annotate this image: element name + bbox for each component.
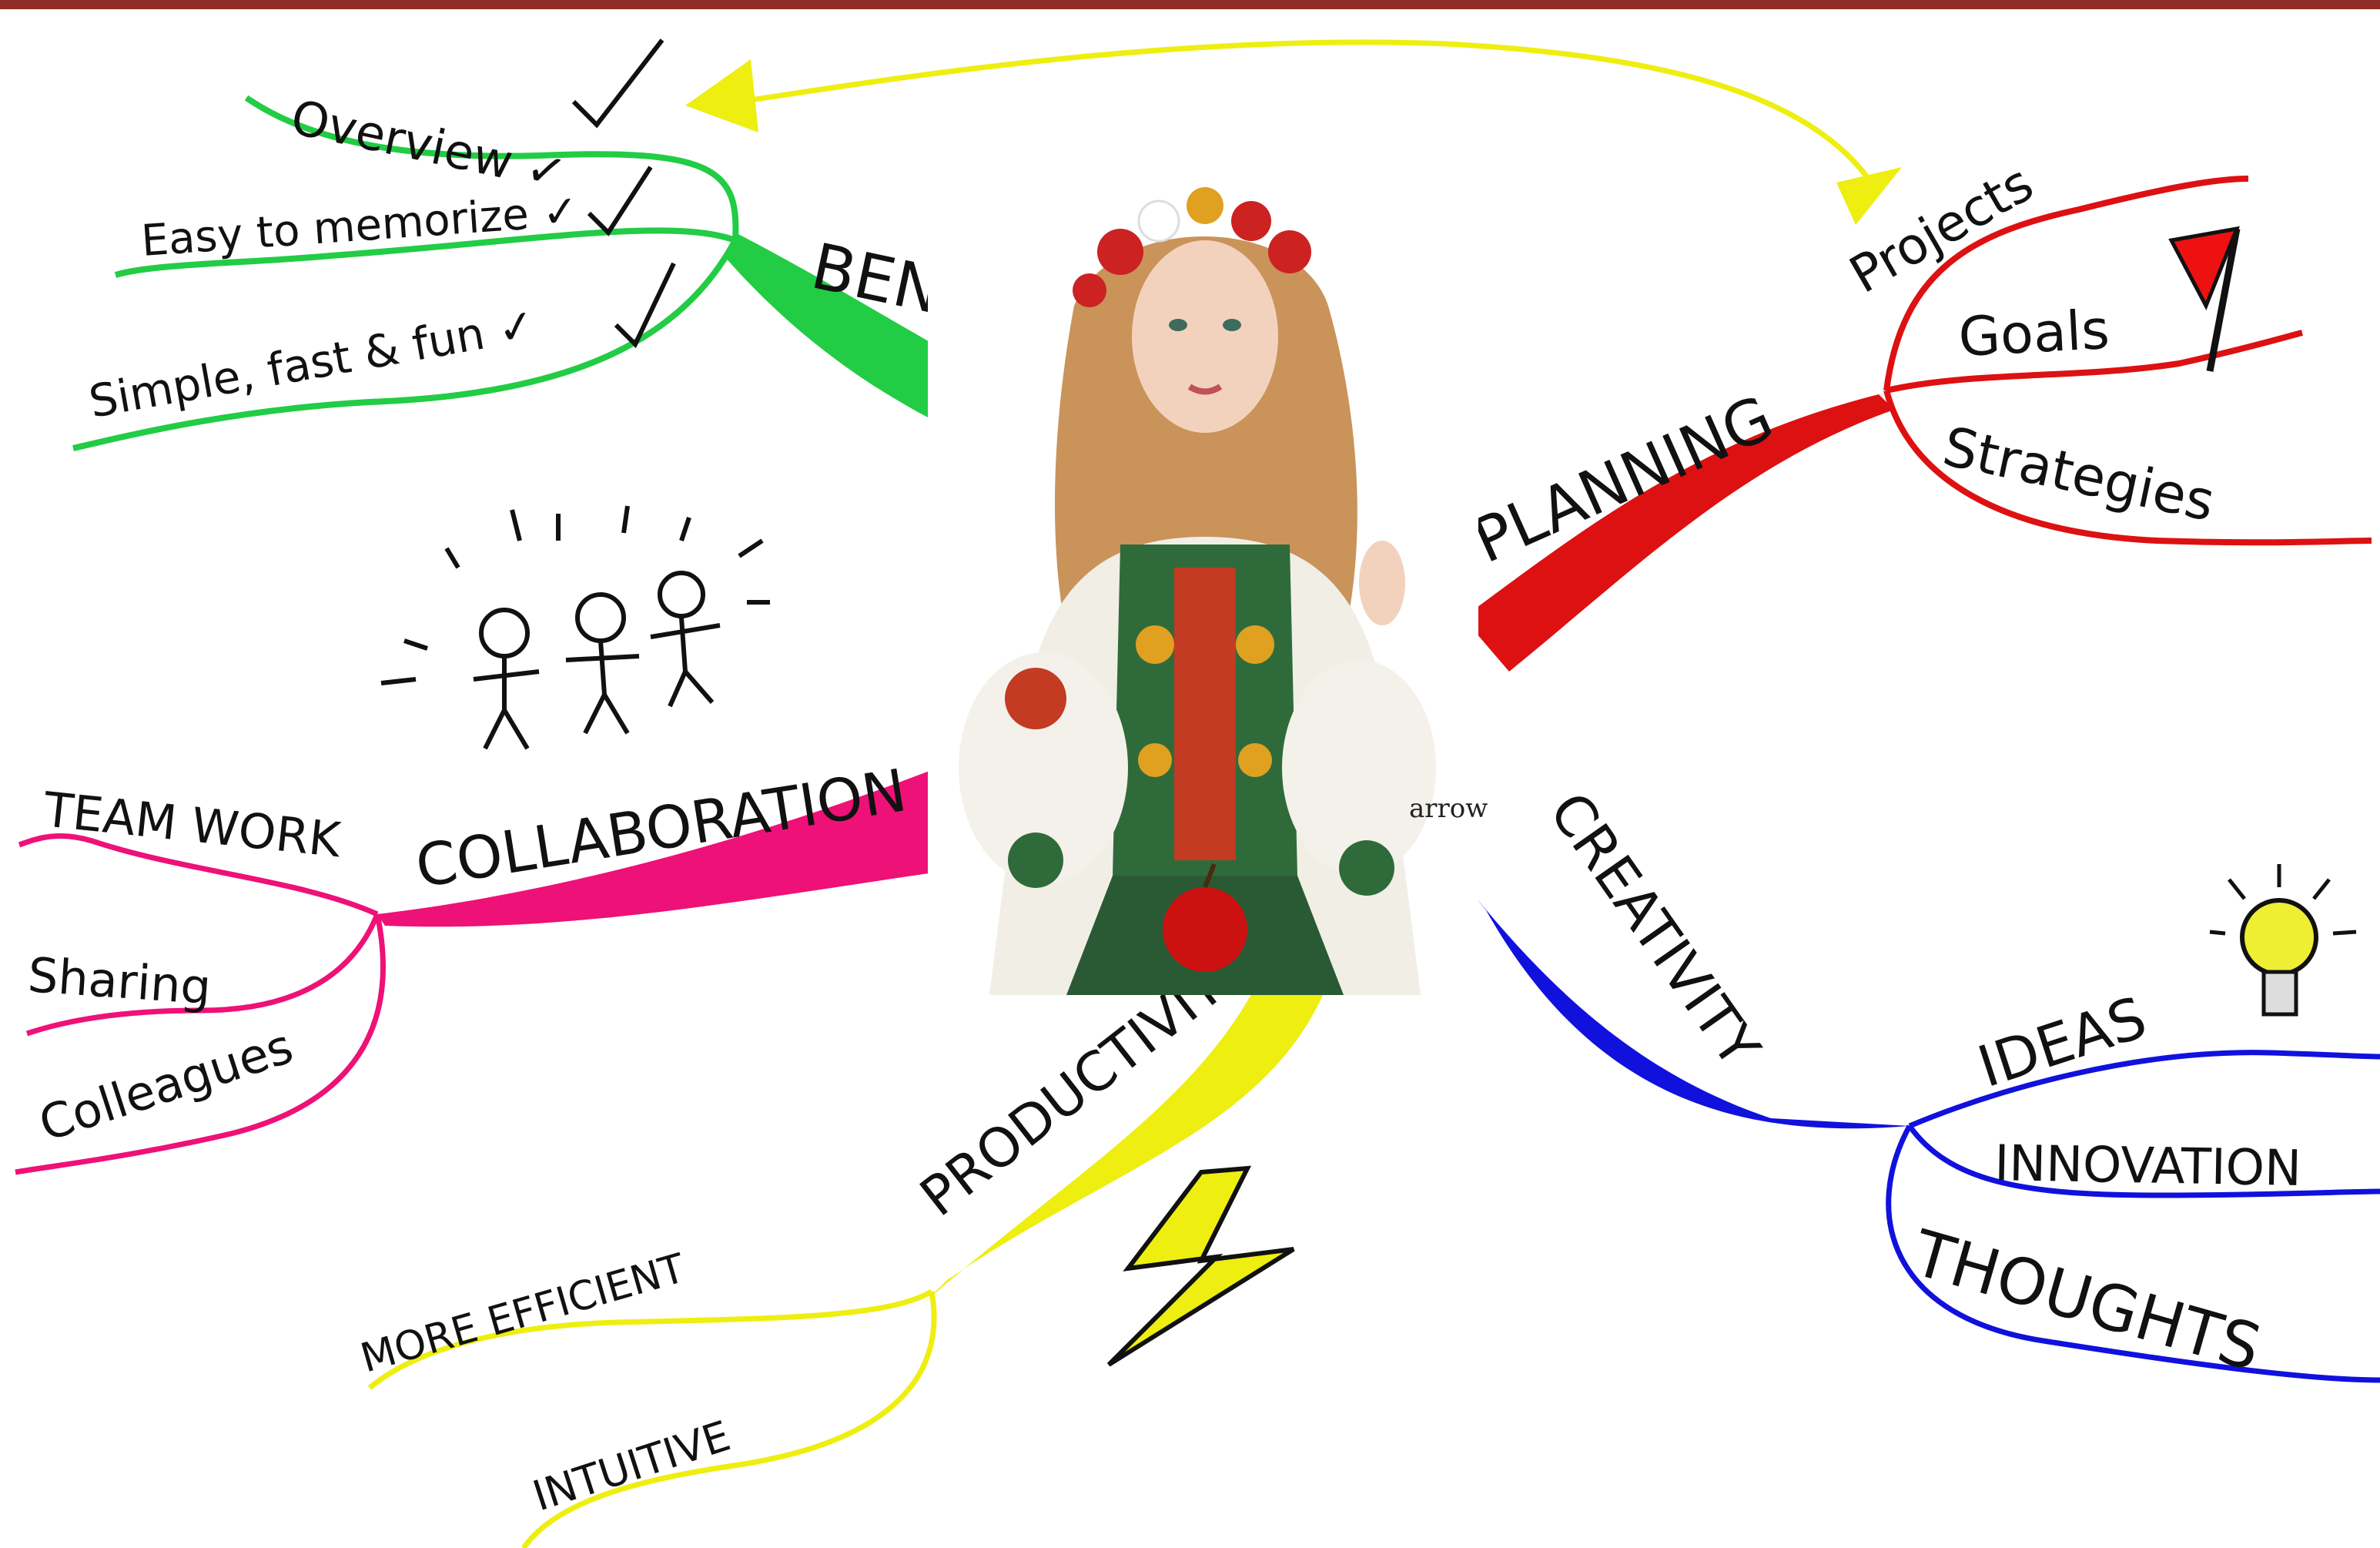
productivity-line-efficient: [367, 1288, 933, 1390]
people-icon: [380, 505, 770, 750]
item-sharing: Sharing: [26, 947, 213, 1015]
benefits-line-overview: [244, 95, 739, 241]
item-more-efficient: MORE EFFICIENT: [356, 1245, 690, 1382]
item-ideas: IDEAS: [1970, 984, 2154, 1101]
planning-line-projects: [1883, 176, 2249, 391]
arrowhead-right: [1836, 167, 1902, 225]
item-teamwork: TEAM WORK: [40, 781, 343, 868]
collaboration-line-colleagues: [15, 913, 386, 1175]
collaboration-branch: [377, 764, 993, 927]
branch-label-creativity: CREATIVITY: [1537, 781, 1772, 1079]
creativity-line-thoughts: [1886, 1124, 2380, 1383]
check-icon: [571, 39, 664, 129]
arrowhead-left: [685, 59, 758, 132]
lightbulb-icon: [2209, 864, 2357, 1017]
productivity-line-intuitive: [521, 1291, 937, 1548]
mind-map-canvas: BENEFITS PLANNING COLLABORATION CREATIVI…: [0, 9, 2380, 1548]
creativity-line-ideas: [1908, 1050, 2380, 1129]
item-innovation: INNOVATION: [1994, 1135, 2302, 1198]
lightning-icon: [1106, 1165, 1295, 1367]
planning-line-goals: [1886, 330, 2303, 394]
planning-line-strategies: [1883, 389, 2372, 546]
item-strategies: Strategies: [1937, 414, 2220, 534]
item-overview: Overview ✓: [286, 89, 572, 202]
item-thoughts: THOUGHTS: [1905, 1217, 2269, 1385]
connector-arrow: [738, 39, 1873, 185]
check-icon: [587, 166, 653, 236]
collaboration-line-sharing: [25, 913, 380, 1037]
item-goals: Goals: [1957, 298, 2111, 369]
collaboration-line-teamwork: [18, 833, 379, 917]
check-icon: [614, 262, 676, 349]
benefits-line-memorize: [114, 227, 737, 278]
flag-icon: [2168, 226, 2241, 372]
creativity-line-innovation: [1907, 1124, 2380, 1198]
central-illustration: [928, 106, 1478, 995]
benefits-line-fun: [72, 239, 738, 451]
item-intuitive: INTUITIVE: [527, 1412, 736, 1521]
item-colleagues: Colleagues: [32, 1017, 300, 1152]
planning-branch: [1463, 394, 1894, 672]
productivity-branch: [924, 972, 1332, 1303]
